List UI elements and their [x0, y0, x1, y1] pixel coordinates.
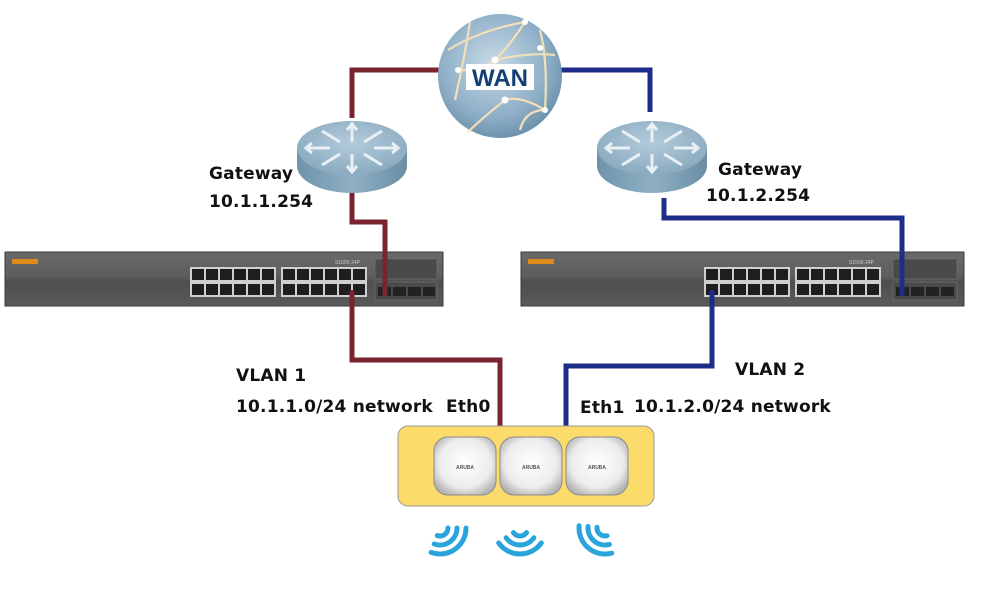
link-wan-to-gateway1: [349, 67, 445, 118]
wan-label: WAN: [472, 65, 528, 92]
rj45-port: [248, 284, 260, 295]
link-switch2-to-ap-eth1: [563, 293, 715, 430]
rj45-port: [353, 284, 365, 295]
access-point[interactable]: ARUBA: [565, 436, 629, 496]
rj45-port: [776, 284, 788, 295]
wifi-signals: [428, 523, 615, 557]
rj45-port: [311, 269, 323, 280]
rj45-port: [353, 269, 365, 280]
vlan2-port-eth1: Eth1: [580, 398, 625, 418]
switch2-ports-right: [795, 267, 881, 297]
wan-cloud[interactable]: WAN: [438, 14, 562, 138]
rj45-port: [206, 269, 218, 280]
gateway2-router[interactable]: [597, 121, 707, 193]
vlan2-links: [555, 67, 905, 430]
globe-nodes: [455, 19, 548, 113]
rj45-port: [825, 284, 837, 295]
access-point[interactable]: ARUBA: [499, 436, 563, 496]
rj45-port: [825, 269, 837, 280]
wifi-signal-icon: [428, 525, 469, 557]
rj45-port: [297, 284, 309, 295]
rj45-port: [311, 284, 323, 295]
rj45-port: [720, 269, 732, 280]
switch-model-label: S1500-24P: [335, 260, 361, 266]
rj45-port: [748, 284, 760, 295]
link-wan-to-gateway2: [555, 67, 653, 112]
switch-brand-logo: [528, 259, 554, 264]
rj45-port: [339, 269, 351, 280]
rj45-port: [325, 284, 337, 295]
ap-brand-logo: ARUBA: [522, 465, 540, 471]
rj45-port: [220, 269, 232, 280]
rj45-port: [720, 284, 732, 295]
vlan1-port-eth0: Eth0: [446, 397, 491, 417]
rj45-port: [192, 284, 204, 295]
gateway1-title: Gateway: [209, 164, 294, 184]
rj45-port: [839, 269, 851, 280]
switch2[interactable]: S1500-24P: [520, 251, 965, 307]
access-points: ARUBA ARUBA ARUBA: [433, 436, 629, 496]
wan-label-box: [466, 64, 534, 90]
link-switch1-to-ap-eth0: [349, 296, 503, 430]
rj45-port: [234, 269, 246, 280]
rj45-port: [262, 284, 274, 295]
gateway2-title: Gateway: [718, 160, 803, 180]
rj45-port: [853, 269, 865, 280]
rj45-port: [283, 284, 295, 295]
rj45-port: [297, 269, 309, 280]
rj45-port: [762, 269, 774, 280]
switch-brand-logo: [12, 259, 38, 264]
ap-brand-logo: ARUBA: [456, 465, 474, 471]
rj45-port: [283, 269, 295, 280]
rj45-port: [262, 269, 274, 280]
rj45-port: [734, 284, 746, 295]
vlan2-name: VLAN 2: [735, 360, 806, 380]
rj45-port: [776, 269, 788, 280]
rj45-port: [867, 269, 879, 280]
vlan1-network: 10.1.1.0/24 network: [236, 397, 433, 417]
router-arrows-icon: [603, 121, 701, 175]
switch-model-label: S1500-24P: [849, 260, 875, 266]
rj45-port: [734, 269, 746, 280]
rj45-port: [811, 269, 823, 280]
router-arrows-icon: [303, 121, 401, 175]
switch2-ports-left: [704, 267, 790, 297]
wifi-signal-icon: [496, 530, 544, 557]
rj45-port: [248, 269, 260, 280]
rj45-port: [706, 284, 718, 295]
rj45-port: [220, 284, 232, 295]
rj45-port: [797, 269, 809, 280]
rj45-port: [325, 269, 337, 280]
rj45-port: [762, 284, 774, 295]
gateway1-router[interactable]: [297, 121, 407, 193]
switch1-ports-left: [190, 267, 276, 297]
vlan1-name: VLAN 1: [236, 366, 307, 386]
rj45-port: [192, 269, 204, 280]
rj45-port: [234, 284, 246, 295]
switch1[interactable]: S1500-24P: [4, 251, 444, 307]
rj45-port: [839, 284, 851, 295]
rj45-port: [706, 269, 718, 280]
rj45-port: [206, 284, 218, 295]
rj45-port: [797, 284, 809, 295]
wifi-signal-icon: [576, 523, 615, 557]
rj45-port: [853, 284, 865, 295]
gateway1-ip: 10.1.1.254: [209, 192, 314, 212]
ap-brand-logo: ARUBA: [588, 465, 606, 471]
gateway2-ip: 10.1.2.254: [706, 186, 811, 206]
rj45-port: [748, 269, 760, 280]
vlan2-network: 10.1.2.0/24 network: [634, 397, 831, 417]
rj45-port: [811, 284, 823, 295]
rj45-port: [339, 284, 351, 295]
access-point[interactable]: ARUBA: [433, 436, 497, 496]
rj45-port: [867, 284, 879, 295]
